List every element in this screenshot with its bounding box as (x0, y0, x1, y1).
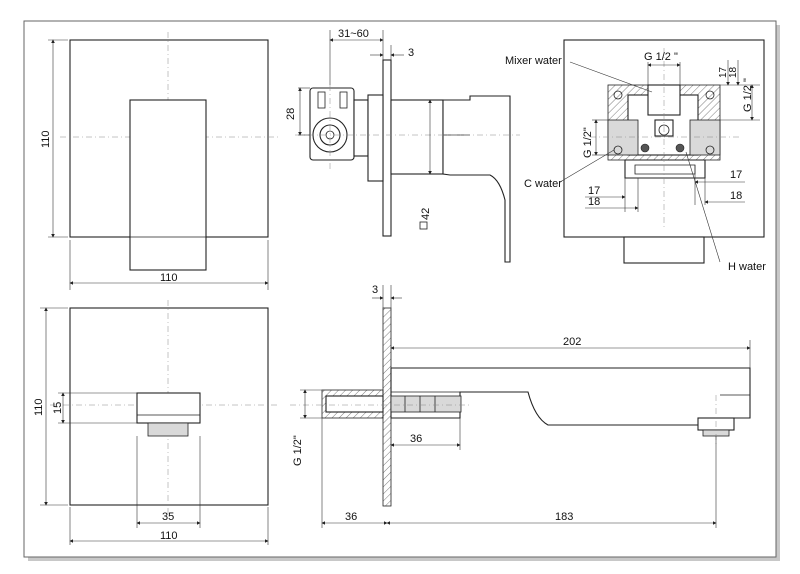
side-plate-label: 3 (408, 47, 414, 59)
box-dim-18-c: 18 (730, 190, 742, 202)
box-dim-18-a: 18 (728, 66, 739, 78)
box-hot-label: H water (728, 261, 766, 273)
spout-front-outlet-width: 35 (162, 511, 174, 523)
box-dim-17-c: 17 (730, 169, 742, 181)
spout-front-width: 110 (160, 530, 178, 542)
side-square-label: 42 (420, 208, 432, 220)
spout-section-view: 3 202 36 G 1/2" 36 183 (290, 284, 751, 528)
front-width-label: 110 (160, 272, 178, 284)
spout-rear-label: 36 (345, 511, 357, 523)
spout-thread-label: G 1/2" (292, 435, 304, 466)
front-view-spout: 15 110 35 110 (33, 300, 278, 545)
valve-box-view: G 1/2 " Mixer water 17 18 G 1/2 " G 1/2"… (505, 39, 766, 273)
box-mixer-label: Mixer water (505, 55, 562, 67)
box-thread-right-label: G 1/2 " (742, 78, 754, 112)
spout-length-label: 202 (563, 336, 581, 348)
front-view-mixer: 110 110 (40, 32, 278, 290)
spout-inner-label: 36 (410, 433, 422, 445)
box-thread-top-label: G 1/2 " (644, 51, 678, 63)
side-depth-label: 31~60 (338, 28, 369, 40)
box-cold-label: C water (524, 178, 562, 190)
box-dim-18-b: 18 (588, 196, 600, 208)
spout-front-outlet-height: 15 (52, 402, 64, 414)
front-height-label: 110 (40, 130, 52, 148)
spout-front-label: 183 (555, 511, 573, 523)
box-dim-17-a: 17 (718, 66, 729, 78)
box-dim-17-b: 17 (588, 185, 600, 197)
spout-plate-label: 3 (372, 284, 378, 296)
box-thread-left-label: G 1/2" (582, 127, 594, 158)
spout-front-height: 110 (33, 398, 45, 416)
side-view-mixer: 31~60 3 28 42 (285, 28, 520, 263)
side-height-label: 28 (285, 108, 297, 120)
